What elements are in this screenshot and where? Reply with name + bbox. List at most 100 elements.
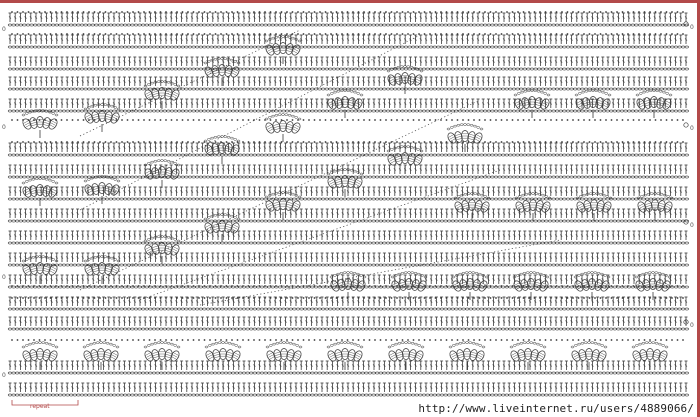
shell-motif xyxy=(264,113,302,142)
chain-row xyxy=(7,371,689,375)
shell-motif xyxy=(636,192,674,221)
chain-row xyxy=(7,45,689,49)
shell-motif xyxy=(264,191,302,220)
turning-marker xyxy=(683,21,689,27)
frame-top-border xyxy=(0,0,700,3)
shell-motif xyxy=(21,177,59,206)
shell-motif xyxy=(509,341,547,370)
shell-motif xyxy=(203,213,241,242)
shell-motif xyxy=(326,341,364,370)
shell-motif xyxy=(21,341,59,370)
shell-motif xyxy=(143,159,181,188)
shell-motif xyxy=(453,192,491,221)
stitch-row xyxy=(8,230,688,240)
shell-motif xyxy=(203,57,241,86)
shell-motif xyxy=(326,168,364,197)
shell-motif xyxy=(635,89,673,118)
dot-row xyxy=(11,141,684,143)
chain-row xyxy=(7,153,689,157)
chain-row xyxy=(7,23,689,27)
row-number-right-1: 0 xyxy=(690,24,694,31)
shell-motif xyxy=(448,341,486,370)
stitch-row xyxy=(8,34,688,44)
shell-motif xyxy=(634,271,672,300)
dot-row xyxy=(11,119,684,121)
chain-row xyxy=(7,87,689,91)
turning-marker xyxy=(683,122,689,128)
dot-row xyxy=(11,285,684,287)
shell-motif xyxy=(83,255,121,284)
stitch-row xyxy=(8,98,688,108)
diagonal-chain-line xyxy=(199,239,561,306)
shell-motif xyxy=(574,89,612,118)
shell-motif xyxy=(143,235,181,264)
shell-motif xyxy=(143,80,181,109)
stitch-row xyxy=(8,12,688,22)
chain-row xyxy=(7,263,689,267)
stitch-row xyxy=(8,76,688,86)
stitch-row xyxy=(8,208,688,218)
stitch-row xyxy=(8,186,688,196)
chain-row xyxy=(7,67,689,71)
shell-motif xyxy=(387,341,425,370)
dot-row xyxy=(11,297,684,299)
shell-motif xyxy=(451,271,489,300)
shell-motif xyxy=(575,192,613,221)
row-number-right-2: 0 xyxy=(690,125,694,132)
dot-row xyxy=(11,11,684,13)
chain-row xyxy=(7,109,689,113)
shell-motif xyxy=(82,341,120,370)
stitch-row xyxy=(8,56,688,66)
row-number-right-4: 0 xyxy=(690,322,694,329)
stitch-row xyxy=(8,360,688,370)
chain-row xyxy=(7,197,689,201)
shell-motif xyxy=(83,175,121,204)
stitch-row xyxy=(8,252,688,262)
watermark-url: http://www.liveinternet.ru/users/4889066… xyxy=(418,402,694,415)
turning-marker xyxy=(683,319,689,325)
stitch-row xyxy=(8,164,688,174)
shell-motif xyxy=(573,271,611,300)
row-number-left-3: 0 xyxy=(2,274,6,281)
shell-motif xyxy=(21,109,59,138)
chain-row xyxy=(7,393,689,397)
chain-row xyxy=(7,327,689,331)
diagonal-chain-line xyxy=(139,169,501,301)
chain-row xyxy=(7,219,689,223)
dot-row xyxy=(11,33,684,35)
chain-row xyxy=(7,175,689,179)
shell-motif xyxy=(265,341,303,370)
row-number-left-2: 0 xyxy=(2,124,6,131)
shell-motif xyxy=(446,123,484,152)
shell-motif xyxy=(264,35,302,64)
shell-motif xyxy=(326,89,364,118)
dot-row xyxy=(11,339,684,341)
shell-motif xyxy=(390,271,428,300)
shell-motif xyxy=(203,135,241,164)
shell-motif xyxy=(83,103,121,132)
diagonal-chain-line xyxy=(79,34,421,211)
frame-right-border xyxy=(697,0,700,417)
chain-row xyxy=(7,307,689,311)
shell-motif xyxy=(329,271,367,300)
shell-motif xyxy=(143,341,181,370)
shell-motif xyxy=(570,341,608,370)
shell-motif xyxy=(21,255,59,284)
row-number-left-1: 0 xyxy=(2,26,6,33)
row-number-right-3: 0 xyxy=(690,222,694,229)
row-number-left-4: 0 xyxy=(2,372,6,379)
repeat-bracket xyxy=(11,400,79,406)
shell-motif xyxy=(204,341,242,370)
shell-motif xyxy=(631,341,669,370)
stitch-row xyxy=(8,382,688,392)
turning-marker xyxy=(683,219,689,225)
shell-motif xyxy=(386,65,424,94)
stitch-row xyxy=(8,142,688,152)
shell-motif xyxy=(514,192,552,221)
chain-row xyxy=(7,241,689,245)
shell-motif xyxy=(513,89,551,118)
shell-motif xyxy=(386,145,424,174)
diagonal-chain-line xyxy=(79,29,301,137)
